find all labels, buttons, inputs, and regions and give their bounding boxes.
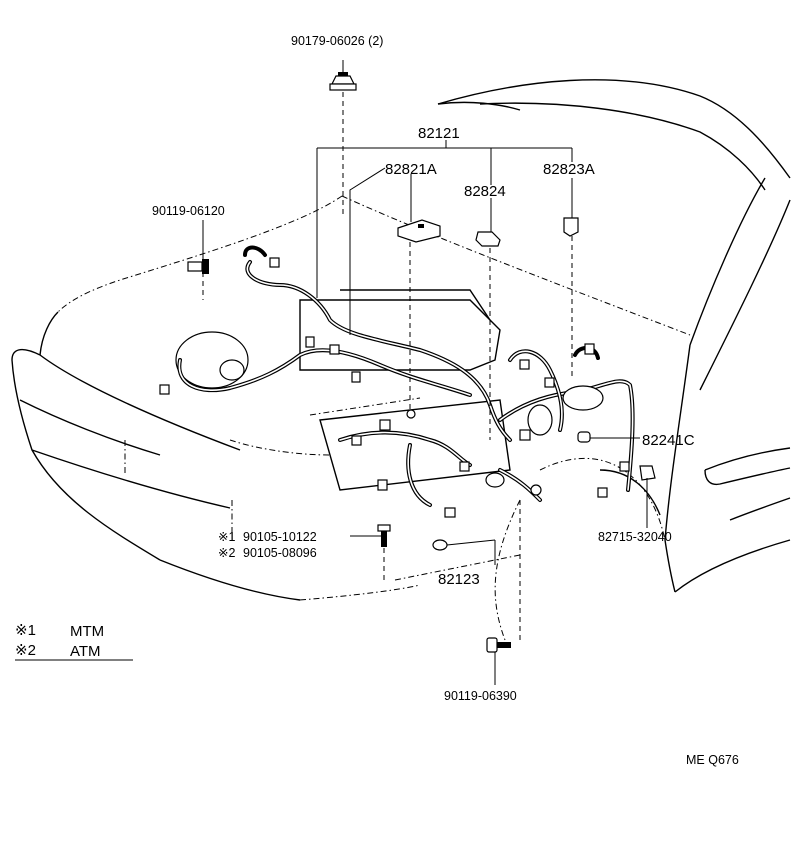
- part-label-nut-top: 90179-06026 (2): [291, 34, 383, 48]
- clamp-82823a-icon: [563, 217, 579, 237]
- bolt-bottom-icon: [486, 637, 511, 653]
- part-label-82824: 82824: [464, 183, 506, 200]
- part-label-bolt-mtm: 90105-10122: [243, 530, 317, 544]
- engine-harness-drawing: [159, 245, 635, 518]
- car-body-outline: [11, 79, 791, 641]
- part-label-bolt-left: 90119-06120: [152, 204, 225, 218]
- grommet-icon: [432, 539, 448, 551]
- part-label-82123: 82123: [438, 571, 480, 588]
- bolt-center-icon: [377, 524, 391, 547]
- part-label-bolt-atm: 90105-08096: [243, 546, 317, 560]
- mark-mtm: ※1: [218, 530, 235, 544]
- part-label-bolt-bottom: 90119-06390: [444, 689, 517, 703]
- part-label-82121: 82121: [418, 125, 460, 142]
- legend-mark-1: ※1: [15, 622, 36, 639]
- assembly-lines: [202, 92, 573, 640]
- leader-lines: [202, 60, 648, 685]
- figure-code: ME Q676: [686, 753, 739, 767]
- nut-top-icon: [329, 72, 357, 91]
- part-label-82823a: 82823A: [543, 161, 595, 178]
- legend-text-mtm: MTM: [70, 623, 104, 640]
- part-label-protector: 82715-32040: [598, 530, 672, 544]
- bolt-left-icon: [187, 259, 209, 274]
- protector-icon: [639, 465, 656, 481]
- legend: ※1 MTM ※2 ATM: [15, 622, 133, 661]
- clamp-82821a-icon: [397, 219, 441, 243]
- clamp-82824-icon: [475, 231, 501, 247]
- mark-atm: ※2: [218, 546, 235, 560]
- sensor-82241c-icon: [577, 431, 591, 443]
- part-label-82821a: 82821A: [385, 161, 437, 178]
- part-label-82241c: 82241C: [642, 432, 695, 449]
- legend-mark-2: ※2: [15, 642, 36, 659]
- legend-text-atm: ATM: [70, 643, 101, 660]
